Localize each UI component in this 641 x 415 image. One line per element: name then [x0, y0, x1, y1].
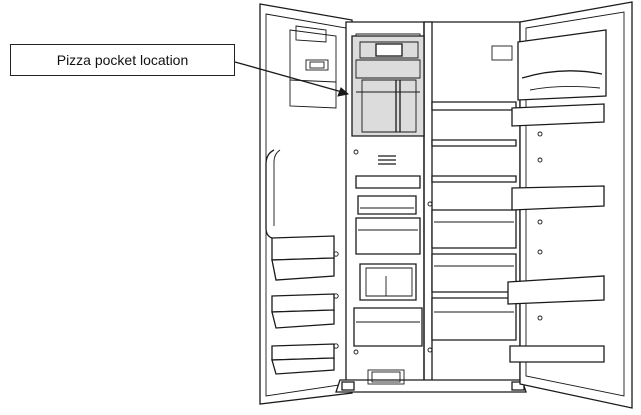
freezer-door-bin — [271, 343, 335, 375]
freezer-bin — [359, 263, 417, 301]
callout-label: Pizza pocket location — [56, 52, 189, 68]
callout-label-box: Pizza pocket location — [10, 44, 235, 76]
fridge-shelf — [431, 101, 517, 111]
freezer-basket — [355, 217, 421, 255]
fridge-shelf — [431, 139, 517, 147]
pizza-pocket-highlight — [351, 35, 425, 137]
pantry-drawer — [431, 297, 517, 341]
crisper-drawer — [431, 253, 517, 293]
freezer-shelf — [355, 175, 421, 189]
fridge-door-bin — [507, 275, 605, 305]
freezer-drawer — [353, 307, 423, 347]
freezer-basket — [357, 195, 417, 215]
fresh-food-compartment — [427, 45, 517, 353]
freezer-compartment — [351, 33, 425, 355]
freezer-door-bin — [271, 235, 335, 281]
crisper-drawer — [431, 209, 517, 249]
fridge-door — [507, 1, 633, 409]
fridge-door-bin — [511, 185, 605, 211]
freezer-door — [259, 3, 353, 405]
fridge-door-bin — [511, 103, 605, 127]
freezer-door-bin — [271, 293, 335, 329]
fridge-shelf — [431, 175, 517, 183]
callout-arrow — [234, 61, 350, 97]
fridge-door-bin — [509, 345, 605, 363]
